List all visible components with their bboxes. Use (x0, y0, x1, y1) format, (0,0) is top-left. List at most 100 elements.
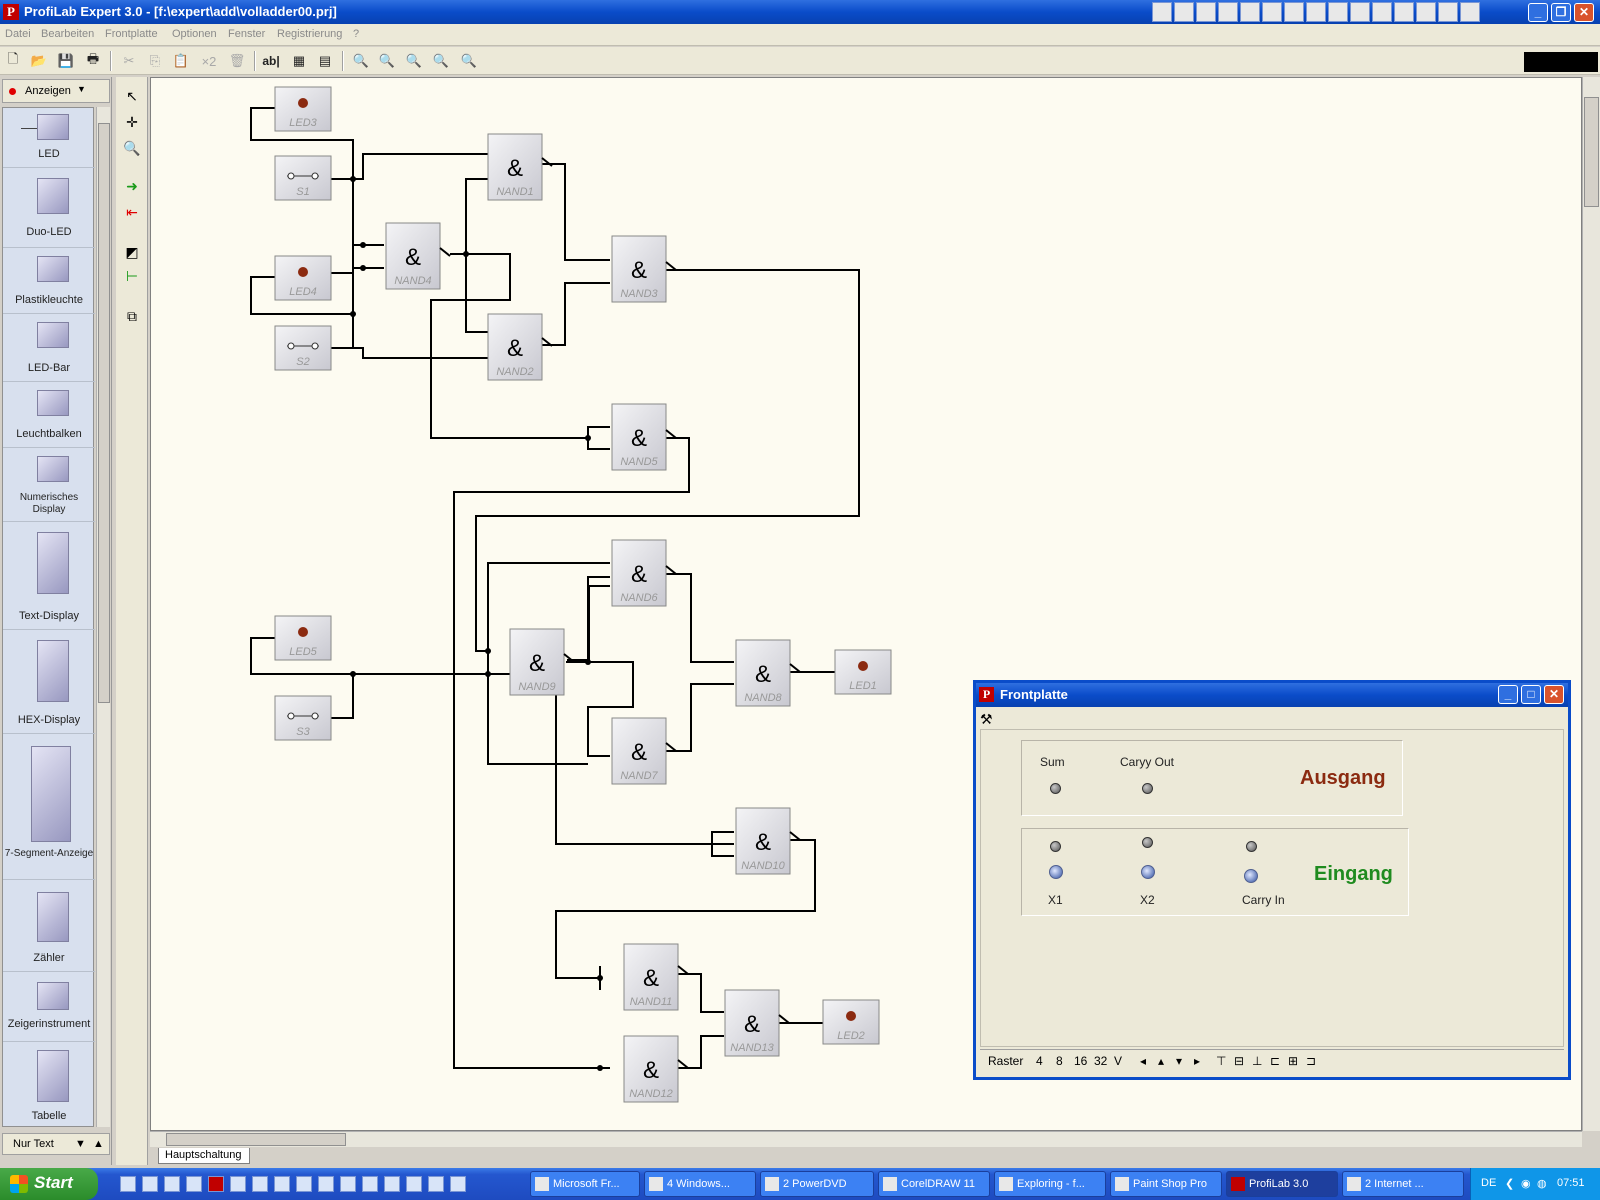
task-powerdvd[interactable]: 2 PowerDVD (760, 1171, 874, 1197)
palette-item-tabelle[interactable]: Tabelle (3, 1042, 95, 1128)
profilab-icon[interactable]: P (3, 4, 19, 20)
align-top-icon[interactable]: ⊤ (1216, 1054, 1227, 1068)
clock[interactable]: 07:51 (1557, 1177, 1585, 1189)
palette-category-dropdown[interactable]: Anzeigen ▼ (2, 79, 110, 103)
quick-icon[interactable] (1240, 2, 1260, 22)
canvas-vertical-scrollbar[interactable] (1582, 77, 1600, 1131)
arrow-down-icon[interactable]: ▾ (1176, 1054, 1183, 1068)
gate-nand5[interactable]: & NAND5 (611, 403, 677, 471)
quick-icon[interactable] (1460, 2, 1480, 22)
gate-nand8[interactable]: & NAND8 (735, 639, 801, 707)
print-icon[interactable]: 🖶 (86, 51, 100, 66)
switch-s2[interactable]: S2 (274, 325, 332, 371)
canvas-horizontal-scrollbar[interactable] (150, 1131, 1582, 1147)
gate-nand9[interactable]: & NAND9 (509, 628, 575, 696)
align-middle-icon[interactable]: ⊟ (1234, 1054, 1245, 1068)
quick-icon[interactable] (1372, 2, 1392, 22)
quick-icon[interactable] (1328, 2, 1348, 22)
led-led3[interactable]: LED3 (274, 86, 332, 132)
palette-item-numerisches-display[interactable]: Numerisches Display (3, 448, 95, 522)
switch-s3[interactable]: S3 (274, 695, 332, 741)
frontpanel-maximize-button[interactable]: □ (1521, 685, 1541, 704)
junction-tool-icon[interactable]: ✛ (126, 113, 138, 130)
quicklaunch-icon[interactable] (186, 1176, 202, 1192)
grid-option-v[interactable]: V (1114, 1054, 1123, 1068)
horizontal-scroll-thumb[interactable] (166, 1133, 346, 1146)
palette-scroll-thumb[interactable] (98, 123, 110, 703)
quicklaunch-icon[interactable] (428, 1176, 444, 1192)
palette-item-zeigerinstrument[interactable]: Zeigerinstrument (3, 972, 95, 1042)
menu-registrierung[interactable]: Registrierung (277, 28, 343, 40)
vertical-scroll-thumb[interactable] (1584, 97, 1599, 207)
menu-frontplatte[interactable]: Frontplatte (105, 28, 158, 40)
palette-item-led-bar[interactable]: LED-Bar (3, 314, 95, 382)
task-windows-explorer[interactable]: 4 Windows... (644, 1171, 756, 1197)
quick-icon[interactable] (1218, 2, 1238, 22)
quicklaunch-icon[interactable] (340, 1176, 356, 1192)
run-arrow-icon[interactable]: ➜ (126, 177, 138, 194)
switch-s1[interactable]: S1 (274, 155, 332, 201)
duplicate-button[interactable]: ×2 (201, 53, 217, 69)
quick-icon[interactable] (1152, 2, 1172, 22)
align-left-icon[interactable]: ⊏ (1270, 1054, 1281, 1068)
text-tool-button[interactable]: ab| (262, 54, 280, 68)
palette-item-duo-led[interactable]: Duo-LED (3, 168, 95, 248)
gate-nand1[interactable]: & NAND1 (487, 133, 553, 201)
minimize-button[interactable]: _ (1528, 3, 1548, 22)
grid-icon[interactable]: ▦ (292, 53, 306, 68)
task-profilab[interactable]: ProfiLab 3.0 (1226, 1171, 1338, 1197)
x1-switch[interactable] (1049, 865, 1063, 879)
arrow-up-icon[interactable]: ▴ (1158, 1054, 1165, 1068)
menu-bearbeiten[interactable]: Bearbeiten (41, 28, 95, 40)
quicklaunch-icon[interactable] (120, 1176, 136, 1192)
quicklaunch-icon[interactable] (406, 1176, 422, 1192)
gate-nand11[interactable]: & NAND11 (623, 943, 689, 1011)
quicklaunch-icon[interactable] (252, 1176, 268, 1192)
delete-icon[interactable]: 🗑 (228, 53, 246, 68)
signal-tool-icon[interactable]: ◩ (125, 243, 139, 260)
align-bottom-icon[interactable]: ⊥ (1252, 1054, 1263, 1068)
grid-option-8[interactable]: 8 (1056, 1054, 1063, 1068)
quicklaunch-icon[interactable] (164, 1176, 180, 1192)
quicklaunch-icon[interactable] (384, 1176, 400, 1192)
quick-icon[interactable] (1262, 2, 1282, 22)
grid-option-16[interactable]: 16 (1074, 1054, 1088, 1068)
frontpanel-window[interactable]: P Frontplatte _ □ ✕ ⚒ Sum Caryy Out Ausg… (973, 680, 1571, 1080)
palette-item-7-segment[interactable]: 7-Segment-Anzeige (3, 734, 95, 880)
palette-text-mode-label[interactable]: Nur Text (13, 1138, 54, 1150)
task-coreldraw[interactable]: CorelDRAW 11 (878, 1171, 990, 1197)
task-internet-explorer[interactable]: 2 Internet ... (1342, 1171, 1464, 1197)
frontpanel-minimize-button[interactable]: _ (1498, 685, 1518, 704)
led-led5[interactable]: LED5 (274, 615, 332, 661)
new-file-icon[interactable]: 🗋 (7, 51, 19, 66)
pointer-tool-icon[interactable]: ↖ (126, 87, 138, 104)
tray-icon[interactable]: ◍ (1537, 1178, 1547, 1190)
menu-help[interactable]: ? (353, 28, 360, 40)
quick-icon[interactable] (1284, 2, 1304, 22)
carry-in-switch[interactable] (1244, 869, 1258, 883)
quicklaunch-icon[interactable] (296, 1176, 312, 1192)
gate-nand4[interactable]: & NAND4 (385, 222, 451, 290)
zoom-tool-icon[interactable]: 🔍 (123, 139, 141, 156)
gate-nand2[interactable]: & NAND2 (487, 313, 553, 381)
quick-icon[interactable] (1350, 2, 1370, 22)
align-right-icon[interactable]: ⊐ (1306, 1054, 1317, 1068)
quick-icon[interactable] (1196, 2, 1216, 22)
palette-scrollbar[interactable] (96, 107, 110, 1127)
gate-nand6[interactable]: & NAND6 (611, 539, 677, 607)
cut-icon[interactable]: ✂ (123, 53, 135, 68)
menu-fenster[interactable]: Fenster (228, 28, 266, 40)
zoom-out-icon[interactable]: 🔍 (378, 53, 396, 68)
quicklaunch-icon[interactable] (274, 1176, 290, 1192)
zoom-fit-icon[interactable]: 🔍 (405, 53, 423, 68)
zoom-reset-icon[interactable]: 🔍 (460, 53, 478, 68)
quicklaunch-profilab-icon[interactable] (208, 1176, 224, 1192)
copy-icon[interactable]: ⎘ (149, 53, 161, 68)
schematic-canvas[interactable]: S1 S2 S3 LED3 LED4 (150, 77, 1582, 1131)
sort-up-icon[interactable]: ▲ (93, 1138, 104, 1150)
stop-icon[interactable]: ⇤ (126, 203, 138, 220)
quick-icon[interactable] (1394, 2, 1414, 22)
frontpanel-close-button[interactable]: ✕ (1544, 685, 1564, 704)
quick-icon[interactable] (1306, 2, 1326, 22)
quicklaunch-icon[interactable] (362, 1176, 378, 1192)
